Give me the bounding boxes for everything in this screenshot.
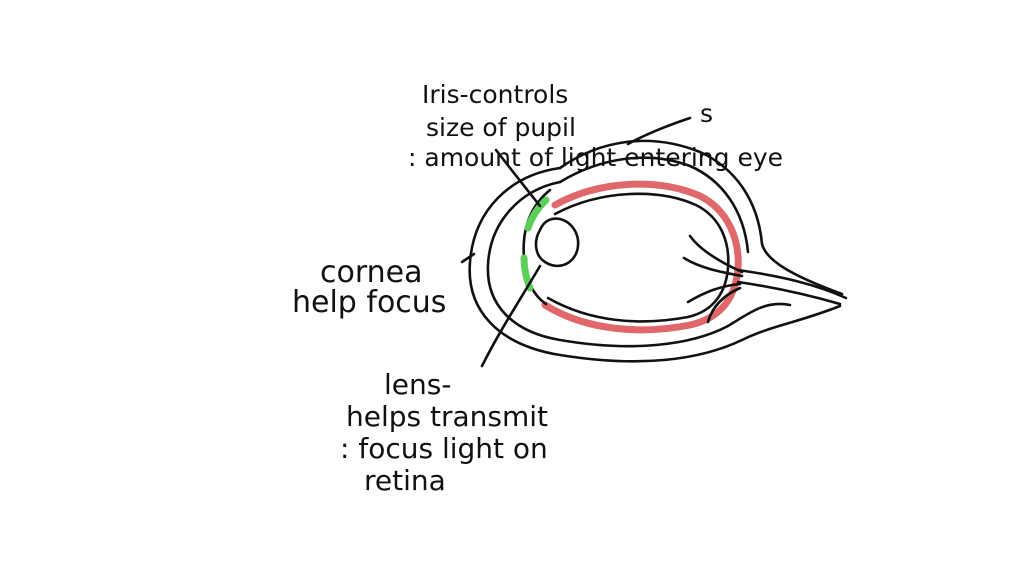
lens-label-line2: helps transmit xyxy=(346,400,548,433)
optic-nerve-vessel-1 xyxy=(688,234,744,274)
optic-nerve-vessel-2 xyxy=(682,256,744,278)
lens-leader-line xyxy=(480,264,542,368)
sclera-outer-line xyxy=(468,166,842,363)
cornea-label-line1: cornea xyxy=(320,255,423,290)
iris-upper xyxy=(524,196,550,232)
iris-label-line1: Iris-controls xyxy=(422,80,568,109)
choroid-line xyxy=(486,180,792,348)
cornea-leader-line xyxy=(460,252,476,264)
optic-nerve-vessel-4 xyxy=(706,286,742,324)
optic-nerve-line-bottom xyxy=(736,280,842,306)
top-label: s xyxy=(700,99,713,128)
sclera-outer-top-line xyxy=(558,139,844,296)
lens-label-line3: : focus light on xyxy=(340,432,548,465)
iris-label-line2: size of pupil xyxy=(426,113,576,142)
cornea-label-line2: help focus xyxy=(292,285,446,320)
iris-label-line3: : amount of light entering eye xyxy=(408,143,783,172)
choroid-top-line xyxy=(558,156,750,254)
optic-nerve-line-top xyxy=(736,268,848,300)
retina-inner-line xyxy=(546,192,730,323)
lens-label-line1: lens- xyxy=(384,368,451,401)
iris-leader-line xyxy=(494,148,542,208)
top-label-leader xyxy=(626,116,692,146)
retina-band xyxy=(541,180,742,334)
lens-outline xyxy=(534,217,580,268)
optic-nerve-vessel-3 xyxy=(686,282,742,304)
lens-label-line4: retina xyxy=(364,464,446,497)
